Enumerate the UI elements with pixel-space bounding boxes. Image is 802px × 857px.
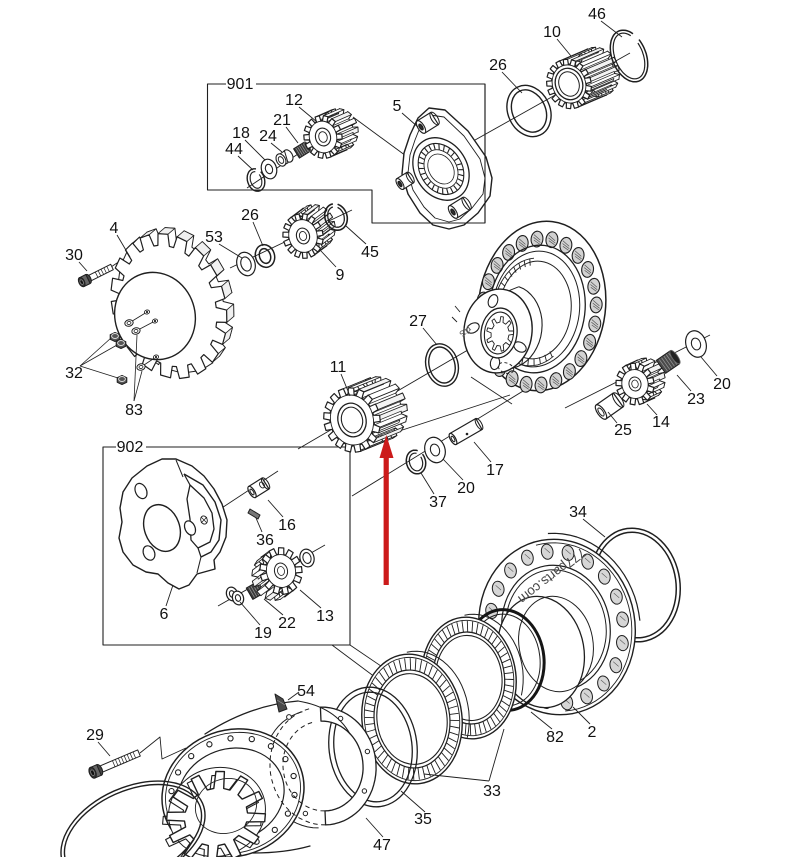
svg-text:21: 21 (273, 112, 291, 129)
svg-text:6: 6 (160, 606, 169, 623)
svg-text:16: 16 (278, 517, 296, 534)
svg-text:47: 47 (373, 837, 391, 854)
svg-text:45: 45 (361, 244, 379, 261)
svg-text:37: 37 (429, 494, 447, 511)
svg-text:25: 25 (614, 422, 632, 439)
svg-text:11: 11 (330, 359, 347, 376)
svg-text:4: 4 (110, 220, 119, 237)
svg-text:27: 27 (409, 313, 427, 330)
svg-text:20: 20 (713, 376, 731, 393)
svg-text:5: 5 (393, 98, 402, 115)
svg-text:23: 23 (687, 391, 705, 408)
svg-text:17: 17 (486, 462, 504, 479)
svg-text:36: 36 (256, 532, 274, 549)
svg-text:2: 2 (588, 724, 597, 741)
svg-text:33: 33 (483, 783, 501, 800)
svg-text:53: 53 (205, 229, 223, 246)
svg-text:34: 34 (569, 504, 587, 521)
svg-text:901: 901 (227, 76, 254, 93)
svg-text:29: 29 (86, 727, 104, 744)
svg-text:14: 14 (652, 414, 670, 431)
svg-text:26: 26 (489, 57, 507, 74)
svg-text:13: 13 (316, 608, 334, 625)
svg-text:12: 12 (285, 92, 303, 109)
svg-text:82: 82 (546, 729, 564, 746)
svg-text:26: 26 (241, 207, 259, 224)
svg-text:54: 54 (297, 683, 315, 700)
svg-text:30: 30 (65, 247, 83, 264)
svg-text:83: 83 (125, 402, 143, 419)
svg-text:18: 18 (232, 125, 250, 142)
svg-text:20: 20 (457, 480, 475, 497)
svg-text:24: 24 (259, 128, 277, 145)
svg-text:10: 10 (543, 24, 561, 41)
svg-text:32: 32 (65, 365, 83, 382)
svg-text:22: 22 (278, 615, 296, 632)
svg-text:46: 46 (588, 6, 606, 23)
svg-text:19: 19 (254, 625, 272, 642)
svg-text:35: 35 (414, 811, 432, 828)
svg-text:9: 9 (336, 267, 345, 284)
svg-text:902: 902 (117, 439, 144, 456)
svg-text:44: 44 (225, 141, 243, 158)
